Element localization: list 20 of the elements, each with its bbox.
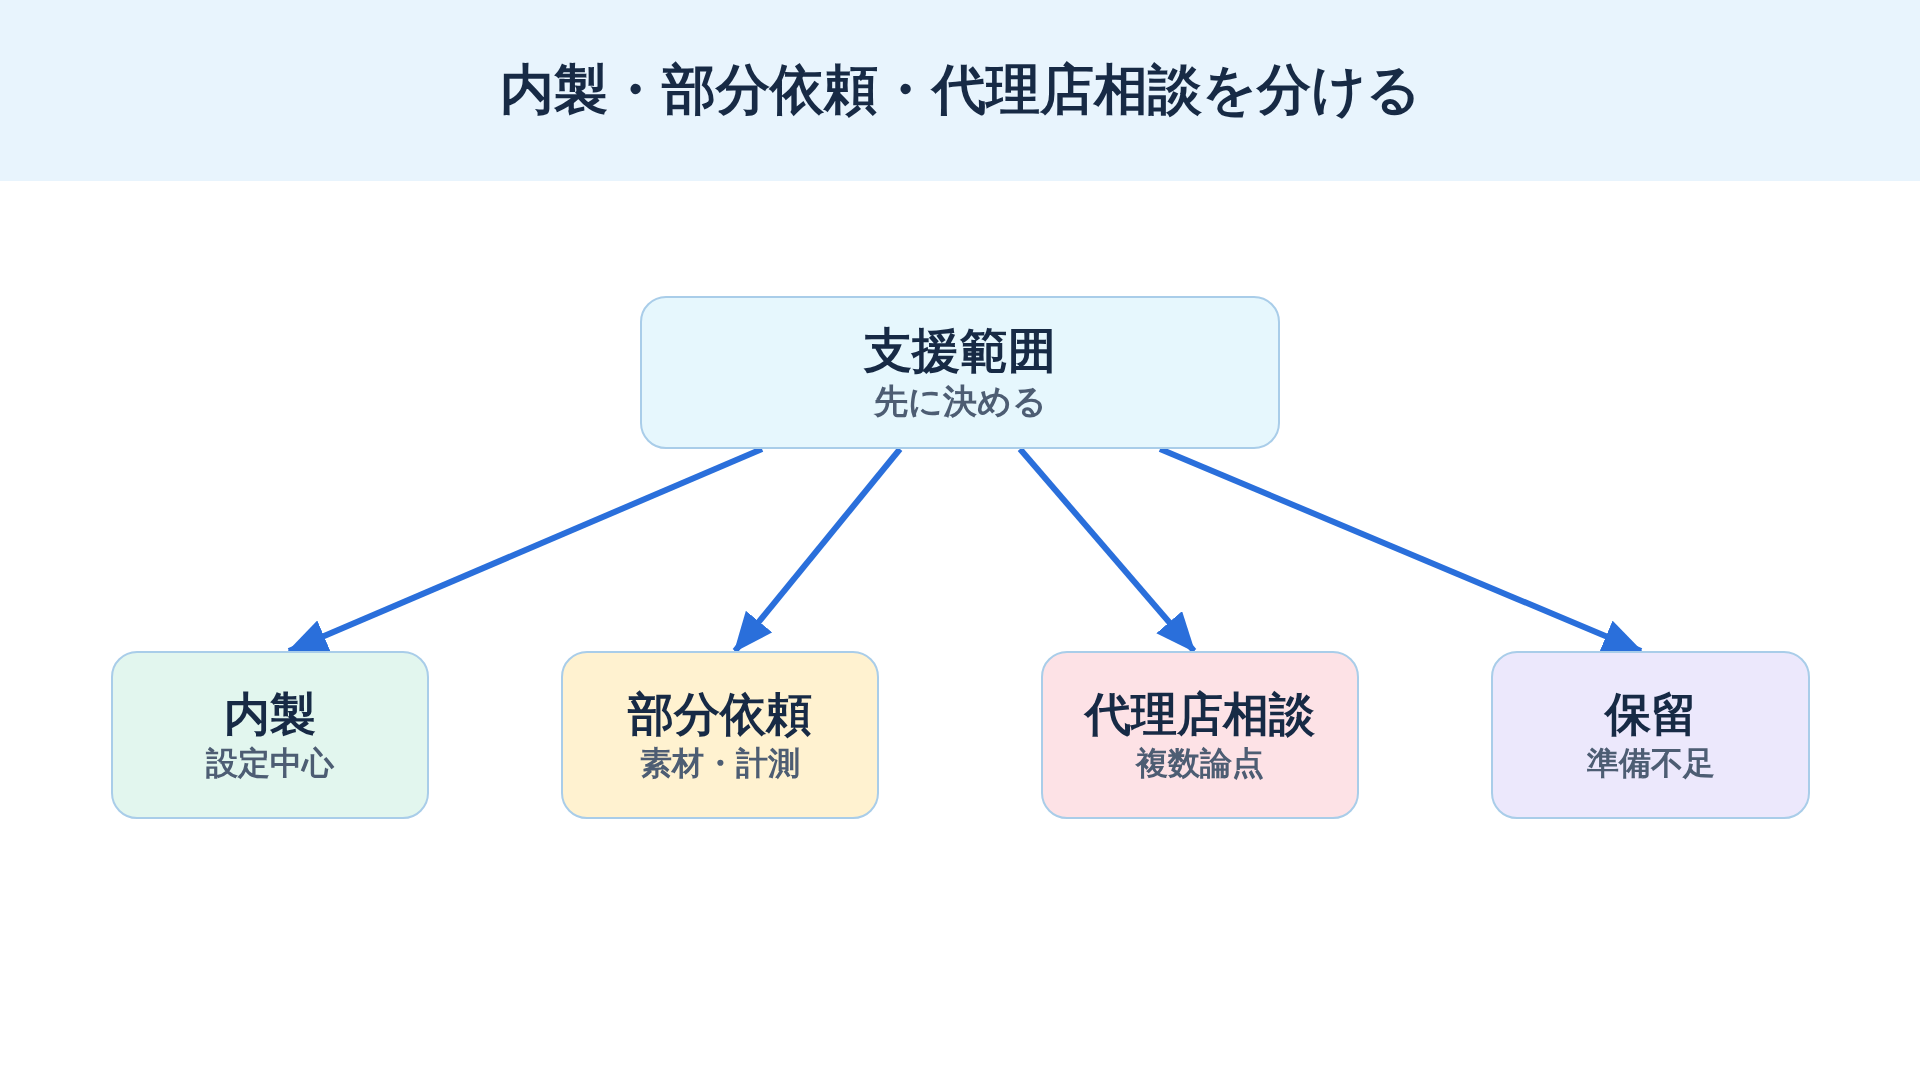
box-heading: 保留	[1604, 687, 1697, 743]
category-box	[1041, 651, 1359, 819]
box-heading: 内製	[224, 687, 316, 743]
arrow	[1158, 446, 1643, 654]
category-box	[561, 651, 879, 819]
box-heading: 代理店相談	[1085, 687, 1315, 743]
arrow	[1017, 447, 1197, 653]
category-box	[1491, 651, 1810, 819]
arrow	[732, 447, 903, 653]
box-subtext: 先に決める	[873, 380, 1047, 423]
arrow	[287, 446, 764, 654]
box-heading: 部分依頼	[628, 687, 812, 743]
box-subtext: 設定中心	[206, 742, 334, 783]
box-subtext: 複数論点	[1136, 742, 1264, 783]
box-heading: 支援範囲	[864, 322, 1056, 381]
box-subtext: 準備不足	[1586, 742, 1715, 783]
title: 内製・部分依頼・代理店相談を分ける	[499, 57, 1421, 123]
category-box	[640, 296, 1280, 449]
box-subtext: 素材・計測	[640, 742, 800, 783]
category-box	[111, 651, 429, 819]
